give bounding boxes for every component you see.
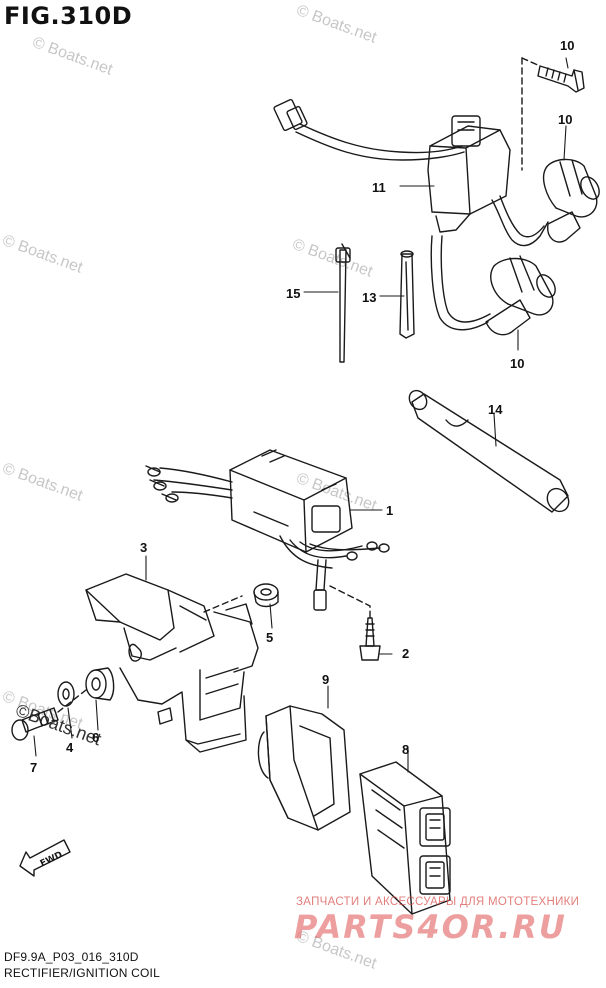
grommet-6-drawing: [85, 667, 115, 701]
callout-12: 10: [560, 38, 575, 53]
callout-2: 2: [402, 646, 410, 661]
rectifier-1-drawing: [145, 449, 390, 611]
brand-tagline: ЗАПЧАСТИ И АКСЕССУАРЫ ДЛЯ МОТОТЕХНИКИ: [296, 896, 580, 908]
leader-lines: [33, 57, 569, 773]
callout-14: 14: [488, 402, 503, 417]
guide-line: [57, 689, 87, 713]
connector-8-drawing: [359, 761, 451, 915]
callout-13: 13: [362, 290, 377, 305]
fwd-arrow-icon: FWD: [16, 832, 78, 883]
cable-tie-15-drawing: [335, 243, 351, 363]
callout-10-lower: 10: [510, 356, 525, 371]
callout-15: 15: [286, 286, 301, 301]
ignition-coil-11-drawing: [273, 98, 549, 331]
callout-10-upper: 10: [558, 112, 573, 127]
callout-8: 8: [402, 742, 410, 757]
plug-cap-10-upper-drawing: [542, 158, 600, 243]
callout-7: 7: [30, 760, 38, 775]
figure-title: FIG.310D: [4, 2, 133, 30]
plug-cap-10-lower-drawing: [485, 255, 556, 336]
bolt-12-drawing: [537, 65, 585, 93]
callout-9: 9: [322, 672, 330, 687]
cover-9-drawing: [257, 705, 351, 831]
callout-4: 4: [66, 740, 74, 755]
sleeve-13-drawing: [399, 250, 415, 339]
tube-14-drawing: [408, 389, 570, 513]
guide-line: [329, 585, 371, 619]
bracket-3-drawing: [85, 573, 259, 753]
callout-6: 6: [92, 730, 100, 745]
guide-line: [203, 595, 243, 613]
guide-line: [521, 57, 541, 67]
bolt-2-drawing: [359, 617, 381, 661]
bolt-7-drawing: [11, 707, 59, 741]
figure-caption: RECTIFIER/IGNITION COIL: [4, 966, 160, 980]
washer-4-drawing: [57, 681, 75, 707]
callout-11: 11: [372, 180, 386, 195]
figure-code: DF9.9A_P03_016_310D: [4, 950, 139, 964]
brand-logo: PARTS4OR.RU: [294, 908, 567, 946]
callout-5: 5: [266, 630, 274, 645]
callout-3: 3: [140, 540, 148, 555]
grommet-5-drawing: [253, 583, 279, 608]
callout-1: 1: [386, 503, 394, 518]
